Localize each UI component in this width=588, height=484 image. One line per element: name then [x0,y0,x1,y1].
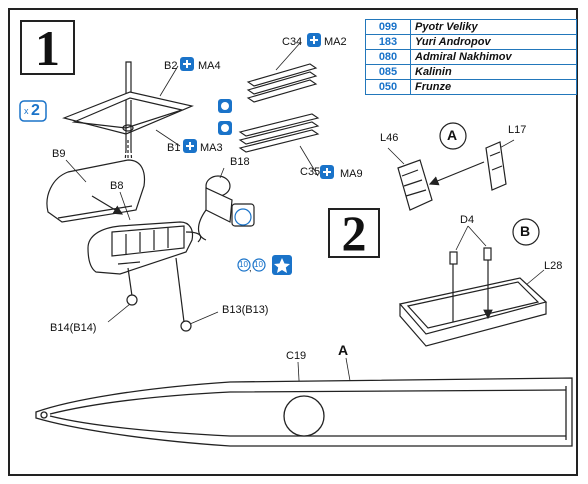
x2-count: 2 [31,102,40,119]
step-1-box: 1 [20,20,75,76]
decal-badge-icon [183,139,197,153]
part-label-b1: B1 [167,142,181,154]
hangar-part-drawing [46,159,146,223]
part-label-l17: L17 [508,124,527,136]
part-label-b14: B14(B14) [50,322,97,334]
launcher-parts-drawing [238,63,320,153]
ship-name: Frunze [410,79,577,95]
decal-badge-icon [218,121,232,135]
part-label-b18: B18 [230,156,250,168]
part-label-l28: L28 [544,260,563,272]
part-label-d4: D4 [460,214,475,226]
part-label-a: A [338,342,349,358]
x2-prefix: x [24,106,29,116]
part-label-ma3: MA3 [200,142,223,154]
decal-badge-icon [307,33,321,47]
part-label-b13: B13(B13) [222,304,269,316]
part-label-ma9: MA9 [340,168,363,180]
hull-number: 050 [365,79,411,95]
page-frame [8,8,578,476]
star-decal-icon [272,255,292,275]
callout-a: A [447,127,458,143]
decal-number-10a: 10 [239,260,248,269]
hull-part-drawing [35,377,573,447]
platform-tray-drawing [398,218,548,347]
bracket-parts-drawing [397,122,507,211]
part-label-ma2: MA2 [324,36,347,48]
part-label-b2: B2 [164,60,178,72]
part-label-b8: B8 [110,180,124,192]
part-label-b9: B9 [52,148,66,160]
callout-b: B [520,223,531,239]
decal-position-icon [234,208,252,226]
decal-comma: , [249,263,252,273]
part-label-c34: C34 [282,36,303,48]
decal-number-icon [237,258,266,272]
step-2-box: 2 [328,205,380,261]
part-label-c19: C19 [286,350,307,362]
antenna-part-drawing [197,175,255,241]
decal-badge-icon [218,99,232,113]
hull-number: 080 [365,49,411,65]
part-label-c35: C35 [300,166,321,178]
part-label-ma4: MA4 [198,60,221,72]
part-label-l46: L46 [380,132,399,144]
x2-badge [19,100,47,122]
decal-markers [19,33,334,275]
decal-number-10b: 10 [254,260,263,269]
helicopter-drawing [87,221,202,332]
decal-badge-icon [320,165,334,179]
decal-badge-icon [180,57,194,71]
